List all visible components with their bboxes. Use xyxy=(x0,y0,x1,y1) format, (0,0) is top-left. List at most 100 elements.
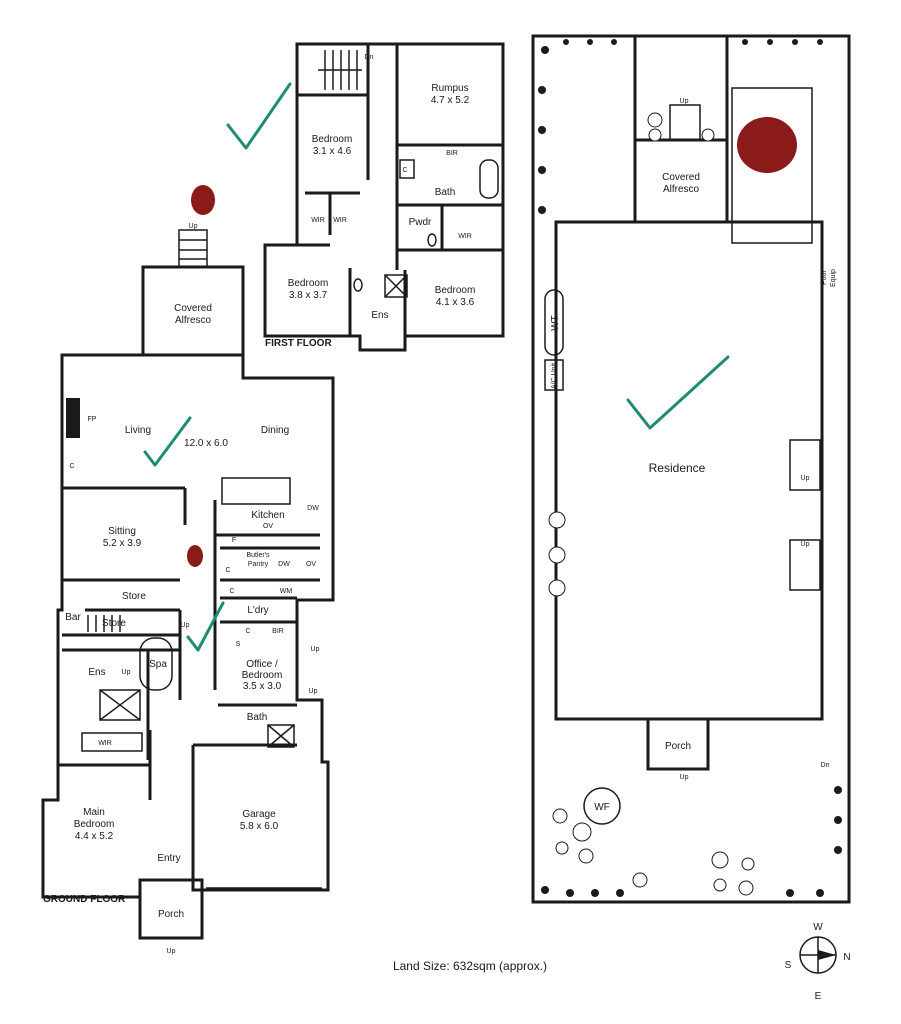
pantry-ov-label: OV xyxy=(306,561,316,568)
first-c-label: C xyxy=(402,167,407,174)
ground-ens-label: Ens xyxy=(88,667,105,678)
bedroom-c-size: 4.1 x 3.6 xyxy=(436,297,475,308)
check-mark-icon xyxy=(626,355,730,430)
ground-alfresco-line2: Alfresco xyxy=(175,315,212,326)
site-porch-label: Porch xyxy=(665,741,691,752)
bedroom-c-label: Bedroom xyxy=(435,285,476,296)
compass-s: S xyxy=(785,960,792,971)
check-mark-icon xyxy=(143,416,192,467)
check-mark-icon xyxy=(186,601,225,652)
office-line1: Office / xyxy=(246,659,278,670)
living-c-label: C xyxy=(69,463,74,470)
site-alfresco-line2: Alfresco xyxy=(663,184,700,195)
living-label: Living xyxy=(125,425,151,436)
ground-bir-label: BIR xyxy=(272,628,284,635)
site-up-right-2: Up xyxy=(801,541,810,548)
office-s-label: S xyxy=(236,641,241,648)
first-floor-title: FIRST FLOOR xyxy=(265,338,332,349)
ground-porch-label: Porch xyxy=(158,909,184,920)
pool-equip-line2: Equip xyxy=(830,269,837,287)
site-up-right-1: Up xyxy=(801,475,810,482)
office-size: 3.5 x 3.0 xyxy=(243,681,282,692)
compass-w: W xyxy=(813,922,823,933)
pantry-c-label: C xyxy=(225,567,230,574)
rumpus-size: 4.7 x 5.2 xyxy=(431,95,470,106)
main-bedroom-line1: Main xyxy=(83,807,105,818)
site-trees xyxy=(548,112,755,896)
store-label-1: Store xyxy=(122,591,146,602)
compass-e: E xyxy=(815,991,822,1002)
red-dot-mark-icon xyxy=(191,185,215,215)
butlers-line2: Pantry xyxy=(248,561,269,568)
bedroom-b-label: Bedroom xyxy=(288,278,329,289)
side-up-label-2: Up xyxy=(309,688,318,695)
check-mark-icon xyxy=(226,82,292,150)
ground-alfresco-line1: Covered xyxy=(174,303,212,314)
ground-wir-label: WIR xyxy=(98,740,112,747)
main-bedroom-line2: Bedroom xyxy=(74,819,115,830)
bedroom-a-size: 3.1 x 4.6 xyxy=(313,146,352,157)
wf-label: WF xyxy=(594,802,610,813)
ground-alfresco-up: Up xyxy=(189,223,198,230)
compass: W S N E xyxy=(785,922,851,1002)
first-ens-label: Ens xyxy=(371,310,388,321)
kitchen-label: Kitchen xyxy=(251,510,284,521)
pantry-dw-label: DW xyxy=(278,561,290,568)
entry-label: Entry xyxy=(157,853,180,864)
garage-label: Garage xyxy=(242,809,276,820)
red-dot-mark-icon xyxy=(187,545,203,567)
living-size: 12.0 x 6.0 xyxy=(184,438,228,449)
compass-n: N xyxy=(843,952,850,963)
garage-size: 5.8 x 6.0 xyxy=(240,821,279,832)
spa-label: Spa xyxy=(149,659,167,670)
site-alfresco-line1: Covered xyxy=(662,172,700,183)
dining-label: Dining xyxy=(261,425,289,436)
store-label-2: Store xyxy=(102,618,126,629)
office-c-label: C xyxy=(245,628,250,635)
first-bath-label: Bath xyxy=(435,187,456,198)
kitchen-dw-label: DW xyxy=(307,505,319,512)
bedroom-b-size: 3.8 x 3.7 xyxy=(289,290,328,301)
site-dn-label: Dn xyxy=(821,762,830,769)
site-porch-up: Up xyxy=(680,774,689,781)
office-line2: Bedroom xyxy=(242,670,283,681)
ground-bath-label: Bath xyxy=(247,712,268,723)
compass-needle-icon xyxy=(818,950,836,960)
bar-label: Bar xyxy=(65,612,81,623)
hedge-dots xyxy=(538,39,842,897)
wir-label-1: WIR xyxy=(311,217,325,224)
ground-floor-title: GROUND FLOOR xyxy=(43,894,126,905)
fridge-label: F xyxy=(232,537,236,544)
main-bedroom-size: 4.4 x 5.2 xyxy=(75,831,114,842)
ground-floor-plan: Covered Alfresco Up xyxy=(41,223,335,955)
ldry-c-label: C xyxy=(229,588,234,595)
rumpus-label: Rumpus xyxy=(431,83,468,94)
first-dn-label: Dn xyxy=(365,54,374,61)
site-plan: Covered Alfresco Up Pool Equip WT A/C Un… xyxy=(531,34,851,904)
land-size-text: Land Size: 632sqm (approx.) xyxy=(393,959,547,973)
red-dot-mark-icon xyxy=(737,117,797,173)
butlers-line1: Butler's xyxy=(246,552,270,559)
bedroom-a-label: Bedroom xyxy=(312,134,353,145)
annotation-marks xyxy=(143,82,797,652)
wir-label-2: WIR xyxy=(333,217,347,224)
pwdr-label: Pwdr xyxy=(409,217,432,228)
sitting-size: 5.2 x 3.9 xyxy=(103,538,142,549)
first-floor-plan: Rumpus 4.7 x 5.2 Bedroom 3.1 x 4.6 Bedro… xyxy=(263,42,505,352)
site-up-top: Up xyxy=(680,98,689,105)
residence-label: Residence xyxy=(649,461,706,475)
ldry-label: L'dry xyxy=(247,605,268,616)
stair-up-label: Up xyxy=(181,622,190,629)
first-bir-label: BIR xyxy=(446,150,458,157)
spa-up-label: Up xyxy=(122,669,131,676)
wir-label-3: WIR xyxy=(458,233,472,240)
kitchen-ov-label: OV xyxy=(263,523,273,530)
ground-porch-up-label: Up xyxy=(167,948,176,955)
wt-label: WT xyxy=(550,315,561,331)
ac-unit-label: A/C Unit xyxy=(551,363,558,389)
side-up-label-1: Up xyxy=(311,646,320,653)
sitting-label: Sitting xyxy=(108,526,136,537)
pool-equip-line1: Pool xyxy=(821,271,828,285)
wm-label: WM xyxy=(280,588,293,595)
